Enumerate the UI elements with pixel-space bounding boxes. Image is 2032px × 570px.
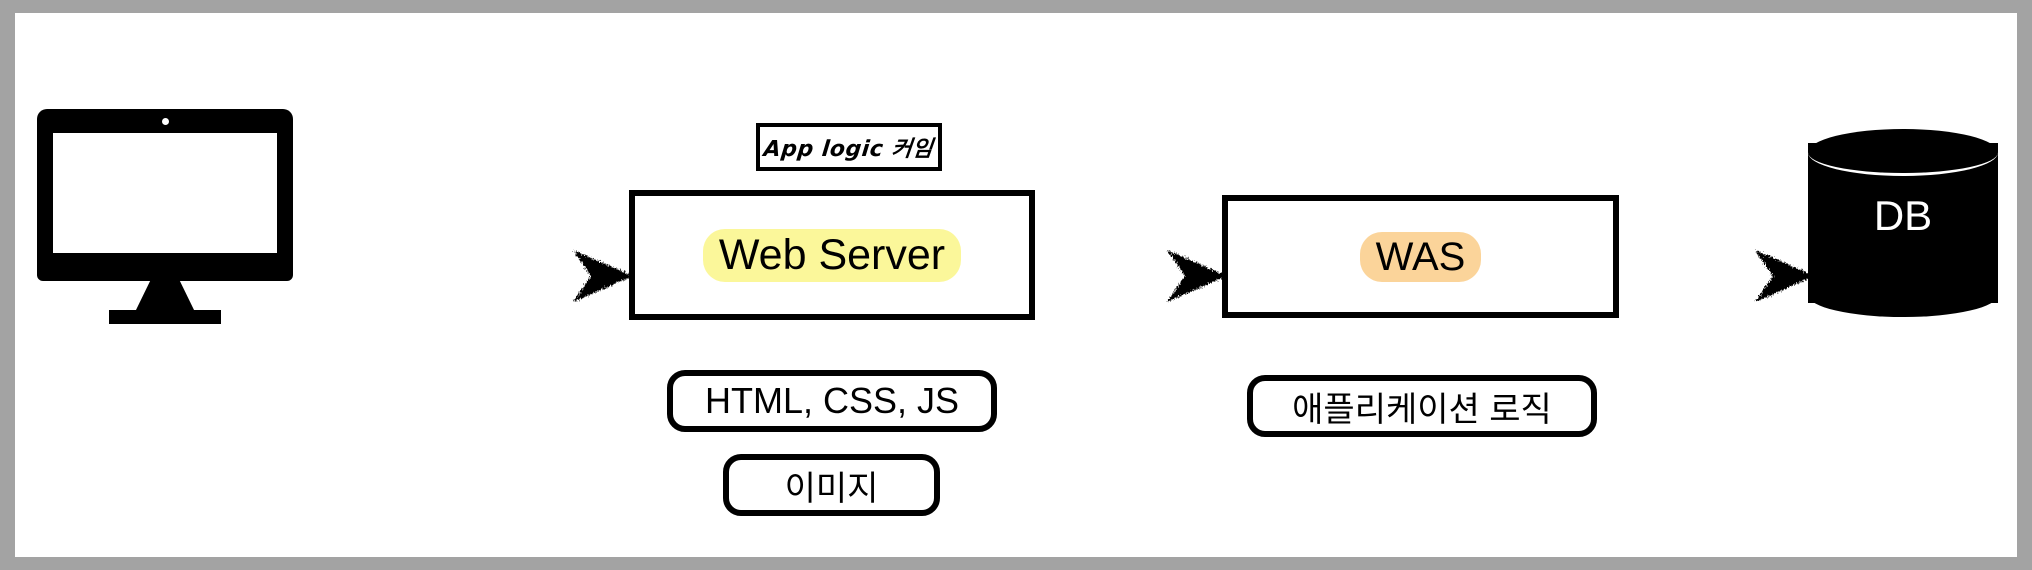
was-node: WAS bbox=[1222, 195, 1619, 318]
web-server-images-box: 이미지 bbox=[723, 454, 940, 516]
app-logic-note-box: App logic 커임 bbox=[756, 123, 942, 171]
database-cylinder-bottom bbox=[1808, 273, 1998, 317]
web-server-label: Web Server bbox=[702, 228, 962, 282]
was-logic-label: 애플리케이션 로직 bbox=[1292, 390, 1552, 429]
database-cylinder-top bbox=[1808, 129, 1998, 176]
web-server-assets-box: HTML, CSS, JS bbox=[667, 370, 997, 432]
monitor-screen bbox=[53, 133, 277, 253]
arrow-web-server-to-was bbox=[1039, 250, 1227, 302]
arrow-was-to-database bbox=[1623, 250, 1815, 302]
app-logic-note-text: App logic 커임 bbox=[762, 137, 935, 162]
diagram-canvas: App logic 커임 Web Server WAS bbox=[15, 13, 2017, 557]
web-server-node: Web Server bbox=[629, 190, 1035, 320]
monitor-stand-base bbox=[109, 310, 221, 324]
client-monitor-icon bbox=[37, 109, 299, 324]
arrow-client-to-web-server bbox=[379, 250, 633, 302]
database-label: DB bbox=[1873, 192, 1933, 239]
was-logic-box: 애플리케이션 로직 bbox=[1247, 375, 1597, 437]
monitor-bezel bbox=[37, 109, 293, 281]
was-label: WAS bbox=[1359, 231, 1482, 282]
webcam-dot-icon bbox=[162, 118, 169, 125]
web-server-assets-label: HTML, CSS, JS bbox=[704, 380, 960, 421]
monitor-stand-neck bbox=[135, 280, 195, 312]
database-node: DB bbox=[1808, 129, 1998, 317]
web-server-images-label: 이미지 bbox=[784, 469, 879, 508]
